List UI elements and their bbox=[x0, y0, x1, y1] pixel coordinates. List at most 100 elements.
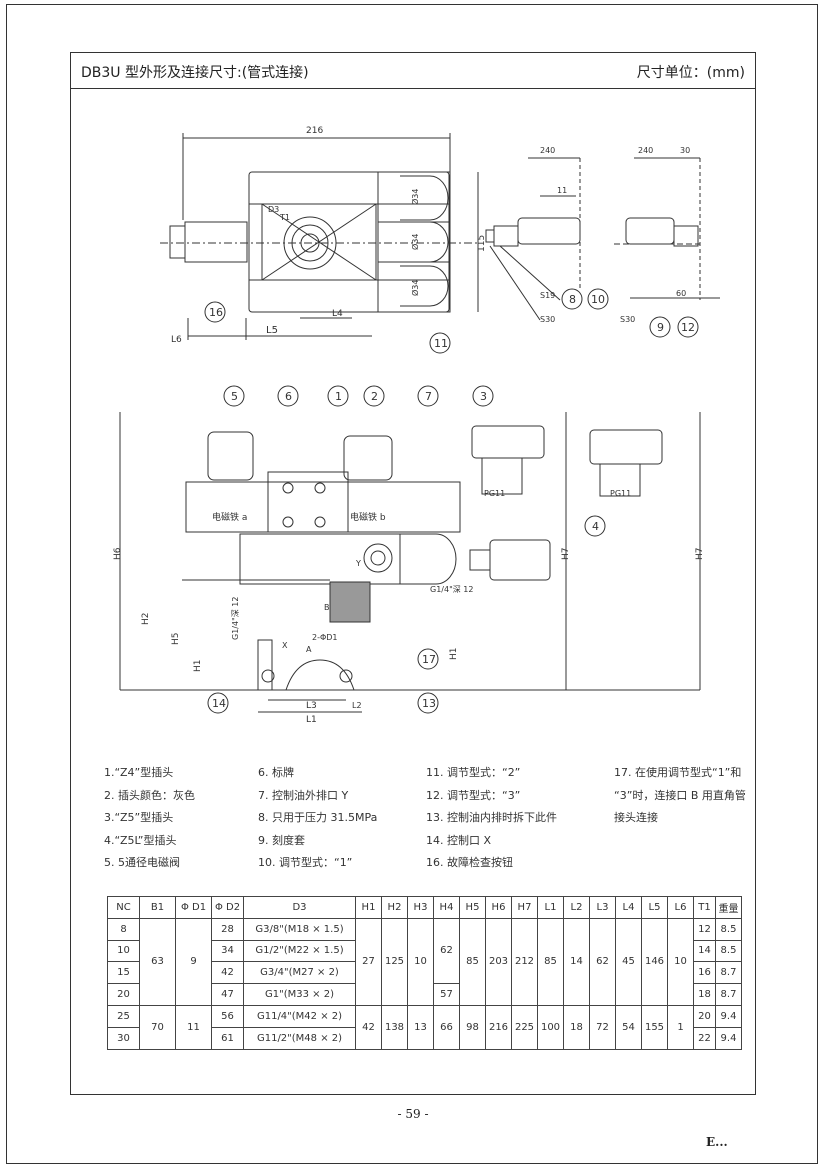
table-row: 15 42 G3/4"(M27 × 2) 16 8.7 bbox=[107, 961, 742, 985]
label-holes: 2-ΦD1 bbox=[312, 633, 338, 642]
note-item: 17. 在使用调节型式“1”和 bbox=[614, 766, 742, 779]
note-item: 12. 调节型式：“3” bbox=[426, 788, 521, 802]
notes-col-2: 6. 标牌 7. 控制油外排口 Y 8. 只用于压力 31.5MPa 9. 刻度… bbox=[258, 764, 377, 877]
col-header: T1 bbox=[693, 896, 716, 919]
svg-text:10: 10 bbox=[591, 293, 605, 306]
svg-text:16: 16 bbox=[209, 306, 223, 319]
note-item: 13. 控制油内排时拆下此件 bbox=[426, 811, 557, 824]
dim-216: 216 bbox=[306, 126, 323, 136]
dim-h1: H1 bbox=[193, 660, 203, 673]
balloon-11: 11 bbox=[429, 332, 451, 354]
cell-h4: 57 bbox=[433, 983, 460, 1006]
dim-l3: L3 bbox=[306, 701, 317, 711]
cell-nc: 20 bbox=[107, 983, 140, 1006]
note-item: 2. 插头颜色：灰色 bbox=[104, 788, 195, 802]
table-header-row: NC B1 Φ D1 Φ D2 D3 H1 H2 H3 H4 H5 H6 H7 … bbox=[107, 896, 742, 919]
svg-text:8: 8 bbox=[569, 293, 576, 306]
svg-text:9: 9 bbox=[657, 321, 664, 334]
dim-h2: H2 bbox=[141, 613, 151, 626]
cell-d2: 42 bbox=[211, 961, 244, 985]
cell-d2: 56 bbox=[211, 1004, 244, 1028]
label-magnet-a: 电磁铁 a bbox=[212, 511, 247, 523]
note-item: 7. 控制油外排口 Y bbox=[258, 788, 349, 802]
note-item: 5. 5通径电磁阀 bbox=[104, 856, 180, 869]
col-header: L2 bbox=[563, 896, 590, 919]
front-view: H6 H2 H5 H1 电磁铁 a 电磁铁 b G1/4"深 12 L3 L1 … bbox=[113, 412, 705, 725]
cell-weight: 8.5 bbox=[715, 939, 742, 963]
balloon-4: 4 bbox=[584, 515, 606, 537]
svg-text:2: 2 bbox=[371, 390, 378, 403]
dim-l4: L4 bbox=[332, 309, 343, 319]
cell-d3: G11/4"(M42 × 2) bbox=[243, 1004, 356, 1028]
dim-60: 60 bbox=[676, 289, 686, 298]
page-number: - 59 - bbox=[397, 1107, 429, 1121]
cell-l2: 18 bbox=[563, 1004, 590, 1050]
cell-h7: 225 bbox=[511, 1004, 538, 1050]
label-d3: D3 bbox=[268, 205, 279, 214]
dim-s19: S19 bbox=[540, 291, 555, 300]
page-title: DB3U 型外形及连接尺寸:(管式连接) bbox=[81, 65, 309, 81]
dim-115: 115 bbox=[477, 235, 487, 252]
cell-nc: 25 bbox=[107, 1004, 140, 1028]
dim-l2: L2 bbox=[352, 701, 362, 710]
svg-text:7: 7 bbox=[425, 390, 432, 403]
cell-weight: 8.7 bbox=[715, 983, 742, 1006]
balloon-1: 1 bbox=[327, 385, 349, 407]
cell-weight: 8.7 bbox=[715, 961, 742, 985]
cell-l3: 72 bbox=[589, 1004, 616, 1050]
cell-d3: G3/4"(M27 × 2) bbox=[243, 961, 356, 985]
note-item: 1.“Z4”型插头 bbox=[104, 766, 174, 779]
notes-col-3: 11. 调节型式：“2” 12. 调节型式：“3” 13. 控制油内排时拆下此件… bbox=[426, 764, 557, 877]
content-frame: DB3U 型外形及连接尺寸:(管式连接) 尺寸单位：(mm) bbox=[70, 52, 756, 1095]
label-pg11-b: PG11 bbox=[610, 489, 631, 498]
cell-t1: 18 bbox=[693, 983, 716, 1006]
cell-nc: 8 bbox=[107, 917, 140, 941]
cell-l5: 155 bbox=[641, 1004, 668, 1050]
label-b: B bbox=[324, 603, 330, 612]
note-item: 11. 调节型式：“2” bbox=[426, 766, 521, 779]
cell-d2: 47 bbox=[211, 983, 244, 1006]
cell-l4: 45 bbox=[615, 917, 642, 1006]
dim-h6: H6 bbox=[113, 547, 123, 560]
balloon-2: 2 bbox=[363, 385, 385, 407]
svg-text:14: 14 bbox=[212, 697, 226, 710]
cell-weight: 9.4 bbox=[715, 1026, 742, 1050]
cell-weight: 9.4 bbox=[715, 1004, 742, 1028]
cell-h6: 216 bbox=[485, 1004, 512, 1050]
cell-h7: 212 bbox=[511, 917, 538, 1006]
col-header: H4 bbox=[433, 896, 460, 919]
cell-d3: G3/8"(M18 × 1.5) bbox=[243, 917, 356, 941]
dia34-3: Ø34 bbox=[410, 280, 420, 296]
cell-h4: 66 bbox=[433, 1004, 460, 1050]
cell-l2: 14 bbox=[563, 917, 590, 1006]
cell-h4: 62 bbox=[433, 917, 460, 985]
col-header: L4 bbox=[615, 896, 642, 919]
svg-text:1: 1 bbox=[335, 390, 342, 403]
dim-s30b: S30 bbox=[620, 315, 635, 324]
cell-weight: 8.5 bbox=[715, 917, 742, 941]
dim-h4: H1 bbox=[449, 648, 459, 661]
balloon-9: 9 bbox=[649, 316, 671, 338]
header-bar: DB3U 型外形及连接尺寸:(管式连接) 尺寸单位：(mm) bbox=[71, 53, 755, 89]
balloon-7: 7 bbox=[417, 385, 439, 407]
col-header: B1 bbox=[139, 896, 176, 919]
cell-h5: 85 bbox=[459, 917, 486, 1006]
table-row: 30 61 G11/2"(M48 × 2) 22 9.4 bbox=[107, 1026, 742, 1050]
page-frame bbox=[6, 4, 818, 1164]
notes-col-1: 1.“Z4”型插头 2. 插头颜色：灰色 3.“Z5”型插头 4.“Z5L”型插… bbox=[104, 764, 195, 877]
note-item: 16. 故障检查按钮 bbox=[426, 856, 513, 869]
note-item: 4.“Z5L”型插头 bbox=[104, 833, 177, 847]
balloon-5: 5 bbox=[223, 385, 245, 407]
svg-text:13: 13 bbox=[422, 697, 436, 710]
cell-nc: 10 bbox=[107, 939, 140, 963]
cell-d3: G1"(M33 × 2) bbox=[243, 983, 356, 1006]
balloon-14: 14 bbox=[207, 692, 229, 714]
cell-h2: 138 bbox=[381, 1004, 408, 1050]
balloon-3: 3 bbox=[472, 385, 494, 407]
col-header: 重量 bbox=[715, 896, 742, 919]
dim-240a: 240 bbox=[540, 146, 555, 155]
col-header: D3 bbox=[243, 896, 356, 919]
cell-h2: 125 bbox=[381, 917, 408, 1006]
cell-nc: 15 bbox=[107, 961, 140, 985]
balloon-8: 8 bbox=[561, 288, 583, 310]
